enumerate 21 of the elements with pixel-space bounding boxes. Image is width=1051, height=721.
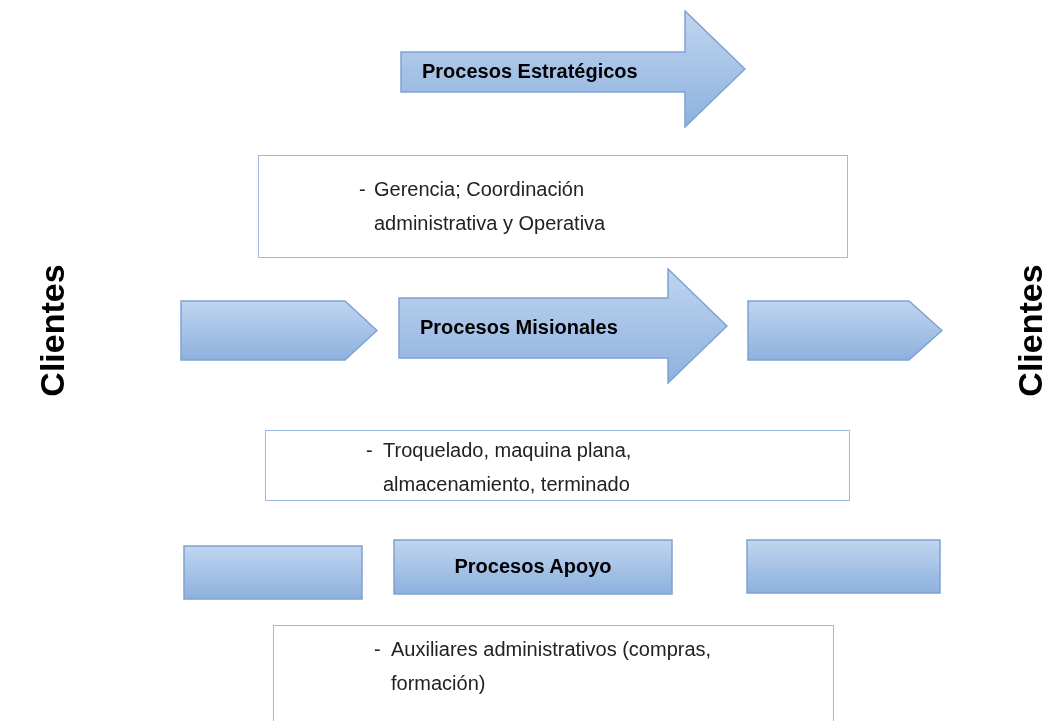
- process-label: Procesos Misionales: [420, 316, 618, 339]
- list-item-text: Gerencia; Coordinación administrativa y Operativa: [374, 177, 607, 236]
- side-label: Clientes: [1010, 263, 1050, 397]
- text-box: [273, 625, 834, 721]
- chevron-shape: [180, 300, 378, 361]
- bullet-dash: -: [359, 177, 366, 202]
- bullet-dash: -: [366, 438, 373, 463]
- process-label: Procesos Apoyo: [453, 555, 613, 578]
- process-shape: [400, 10, 746, 128]
- process-bar: [746, 539, 941, 594]
- list-item-text: Troquelado, maquina plana, almacenamiento, terminado: [383, 438, 633, 497]
- process-shape: [398, 268, 728, 384]
- bullet-dash: -: [374, 637, 381, 662]
- text-box: [258, 155, 848, 258]
- side-label: Clientes: [32, 263, 72, 397]
- chevron-shape: [747, 300, 943, 361]
- list-item-text: Auxiliares administrativos (compras, formación): [391, 637, 713, 696]
- process-bar: [393, 539, 673, 595]
- process-bar: [183, 545, 363, 600]
- process-label: Procesos Estratégicos: [422, 60, 638, 83]
- text-box: [265, 430, 850, 501]
